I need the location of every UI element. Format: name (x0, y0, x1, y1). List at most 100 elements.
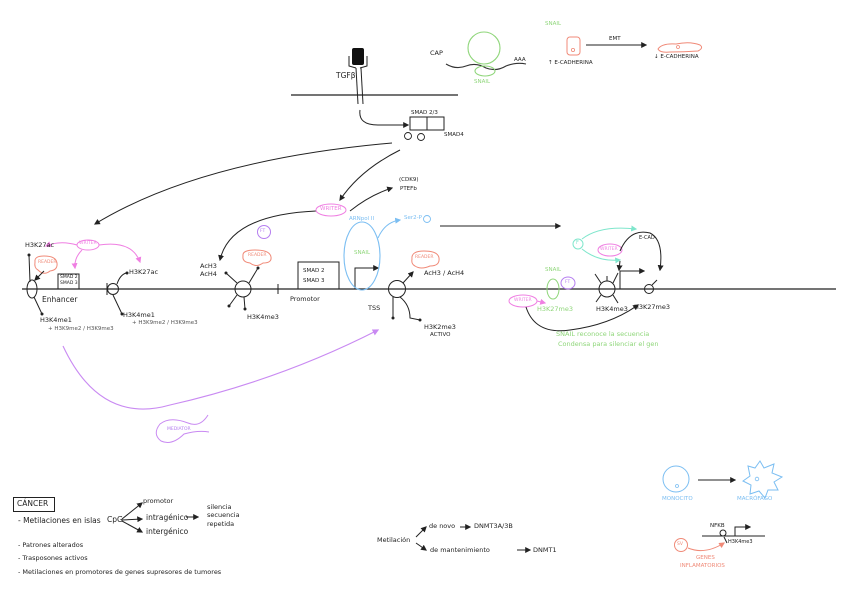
tgfb-label: TGFβ (336, 71, 356, 80)
cap-label: CAP (430, 49, 443, 57)
mediator-label: MEDIATOR (167, 427, 191, 432)
result-silencia: silencia (207, 503, 232, 511)
cancer-item-1: - Metilaciones en islas (18, 516, 101, 525)
emt-arrow-label: EMT (609, 36, 621, 42)
ser2p-label: Ser2-P (404, 215, 422, 221)
nfkb-label: NFKB (710, 523, 725, 529)
ribosome-snail-label: SNAIL (474, 79, 491, 85)
maintenance-enzyme: DNMT1 (533, 546, 557, 554)
branch-intragenico: intragénico (146, 513, 189, 522)
smad-complex-box (404, 116, 445, 141)
smad-complex-label: SMAD 2/3 (411, 110, 438, 116)
mediator-loop-arrow (62, 329, 380, 410)
site2-nucleosome-icon (107, 283, 119, 295)
enhancer-smad-box (57, 273, 80, 290)
silencing-h3k4me3-label: H3K4me3 (596, 305, 628, 313)
enhancer-smad-line1: SMAD 2 (60, 275, 78, 280)
silencing-right-nucleosome-icon (644, 284, 654, 294)
enhancer-label: Enhancer (42, 295, 78, 304)
silencing-note-line2: Condensa para silenciar el gen (558, 340, 659, 348)
writer-to-ptefb-arrow (349, 186, 394, 212)
smad-to-enhancer-arrow (93, 142, 393, 225)
silencing-snail-ellipse (546, 278, 560, 300)
tss-activo-label: ACTIVO (430, 332, 451, 338)
promoter-ft-label: FT (260, 229, 266, 234)
sv-label: SV (677, 542, 683, 547)
site2-h3k4me1-label: H3K4me1 (123, 311, 155, 319)
promoter-reader-label: READER (248, 253, 267, 258)
monocyte-label: MONOCITO (662, 496, 693, 502)
nfkb-nucleosome-icon (719, 529, 727, 537)
promoter-smad-line2: SMAD 3 (303, 278, 325, 284)
silencing-note-line1: SNAIL reconoce la secuencia (556, 330, 650, 338)
cpg-label: CpG (107, 515, 123, 524)
promoter-smad-box (297, 261, 340, 290)
promoter-nucleosome-icon (234, 280, 252, 298)
writer-top-blob (315, 203, 347, 217)
ecad-label: E-CAD (639, 235, 655, 241)
tgfb-receptor-icon (348, 48, 368, 105)
writer-top-label: WRITER (320, 206, 342, 212)
silencing-h3k27me3-right: H3K27me3 (634, 303, 671, 311)
silencing-ft-label: FT (565, 280, 571, 285)
epithelial-cell-icon (566, 36, 581, 56)
sv-blob (674, 538, 688, 552)
polya-label: AAA (514, 57, 526, 63)
macrophage-icon (742, 460, 784, 499)
silencing-h3k27me3-left: H3K27me3 (537, 305, 574, 313)
promoter-ach4-label: AcH4 (200, 270, 217, 278)
enhancer-writer-label: WRITER (79, 241, 97, 246)
macrophage-label: MACRÓFAGO (737, 496, 773, 502)
enhancer-h3k4me1-label: H3K4me1 (40, 316, 72, 324)
pol2-label: ARNpol II (349, 216, 375, 222)
ribosome-small-icon (474, 65, 496, 77)
immune-h3k4me3-label: H3K4me3 (728, 539, 753, 545)
methylation-label: Metilación (377, 536, 411, 544)
cancer-item-3: - Trasposones activos (18, 554, 88, 562)
tss-reader-label: READER (415, 255, 434, 260)
enhancer-h3k27ac-label: H3K27ac (25, 241, 55, 249)
mediator-blob (155, 414, 210, 443)
emt-snail-label: SNAIL (545, 21, 562, 27)
silencing-snail-label: SNAIL (545, 267, 562, 273)
promoter-ft-blob (257, 225, 271, 239)
tss-nucleosome-icon (388, 280, 406, 298)
tss-reader-blob (411, 250, 440, 269)
cancer-title-box (13, 497, 55, 512)
pol2-snail-label: SNAIL (354, 250, 371, 256)
cancer-title: CÁNCER (17, 499, 49, 508)
teal-f-blob (572, 238, 584, 250)
cdk9-label: (CDK9) (399, 177, 419, 183)
denovo-label: de novo (429, 522, 456, 530)
mrna-strand (445, 62, 527, 71)
enhancer-nucleosome-icon (26, 279, 38, 299)
enhancer-h3k9-label: + H3K9me2 / H3K9me3 (48, 326, 114, 332)
silencing-writer-left-label: WRITER (514, 298, 532, 303)
writer-to-promoter-arrow (218, 210, 317, 262)
cancer-item-4: - Metilaciones en promotores de genes su… (18, 568, 222, 576)
branch-promotor: promotor (143, 497, 174, 505)
monocyte-icon (662, 465, 690, 493)
mesenchymal-cell-icon (657, 42, 703, 53)
silencing-ft-blob (560, 276, 576, 290)
ecad-up-label: ↑ E-CADHERINA (548, 60, 593, 66)
enhancer-reader-label: READER (38, 260, 57, 265)
smad-to-writer-arrow (339, 149, 401, 201)
inflammatory-label: INFLAMATORIOS (680, 563, 725, 569)
result-secuencia: secuencia (207, 511, 240, 519)
enhancer-smad-line2: SMAD 3 (60, 281, 78, 286)
site2-h3k27ac-label: H3K27ac (129, 268, 159, 276)
silencing-writer-mid-label: WRITER (600, 247, 618, 252)
tss-label: TSS (368, 304, 381, 312)
promoter-label: Promotor (290, 295, 320, 303)
branch-intergenico: intergénico (146, 527, 189, 536)
smad4-label: SMAD4 (444, 132, 464, 138)
promoter-h3k4me3-label: H3K4me3 (247, 313, 279, 321)
ecad-down-label: ↓ E-CADHERINA (654, 54, 699, 60)
result-repetida: repetida (207, 520, 235, 528)
promoter-ach3-label: AcH3 (200, 262, 217, 270)
promoter-smad-line1: SMAD 2 (303, 268, 325, 274)
promoter-reader-blob (242, 249, 272, 266)
receptor-to-smad-arrow (359, 109, 410, 128)
